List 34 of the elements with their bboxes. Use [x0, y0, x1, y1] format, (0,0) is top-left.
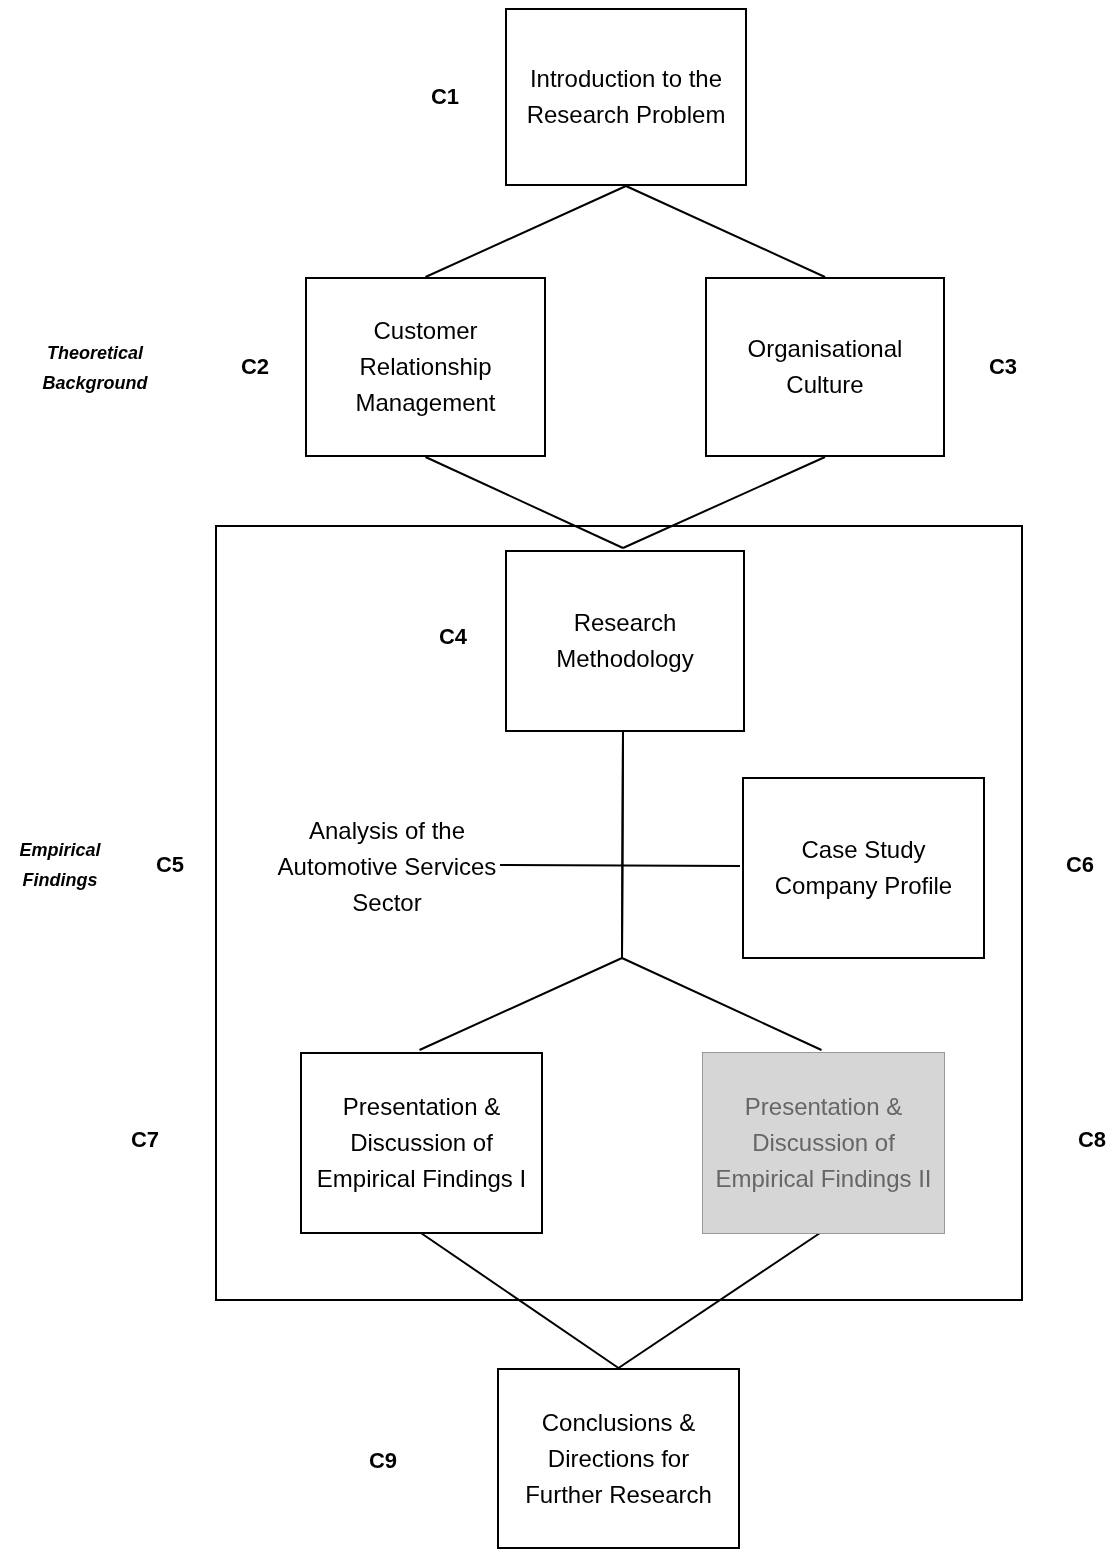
chapter-title: Analysis of the Automotive Services Sector	[272, 810, 502, 924]
chapter-number: C6	[1064, 851, 1096, 879]
chapter-number: C5	[154, 851, 186, 879]
chapter-number: C2	[239, 353, 271, 381]
connector-line	[499, 864, 741, 867]
box-text: Organisational Culture	[746, 334, 904, 400]
box-text: Introduction to the Research Problem	[525, 64, 727, 130]
section-label: Theoretical Background	[41, 342, 149, 395]
chapter-box	[505, 8, 747, 186]
chapter-box	[300, 1052, 543, 1234]
chapter-box	[497, 1368, 740, 1549]
chapter-number: C1	[429, 83, 461, 111]
chapter-number: C3	[987, 353, 1019, 381]
connector-line	[622, 456, 826, 549]
chapter-box	[702, 1052, 945, 1234]
section-frame	[215, 525, 1023, 1301]
chapter-number: C8	[1076, 1126, 1108, 1154]
section-label: Empirical Findings	[18, 839, 102, 892]
chapter-number: C7	[129, 1126, 161, 1154]
connector-line	[424, 185, 627, 278]
box-text: Conclusions & Directions for Further Research	[524, 1407, 713, 1510]
chapter-box	[305, 277, 546, 457]
box-text: Research Methodology	[555, 608, 695, 674]
connector-line	[424, 456, 624, 549]
box-text: Presentation & Discussion of Empirical Findings II	[714, 1092, 933, 1194]
box-text: Presentation & Discussion of Empirical Findings I	[315, 1092, 528, 1194]
chapter-number: C9	[367, 1447, 399, 1475]
box-text: Customer Relationship Management	[354, 316, 497, 418]
chapter-box	[705, 277, 945, 457]
connector-line	[625, 185, 826, 278]
chapter-box	[505, 550, 745, 732]
box-text: Case Study Company Profile	[773, 835, 954, 901]
chapter-box	[742, 777, 985, 959]
chapter-number: C4	[437, 623, 469, 651]
